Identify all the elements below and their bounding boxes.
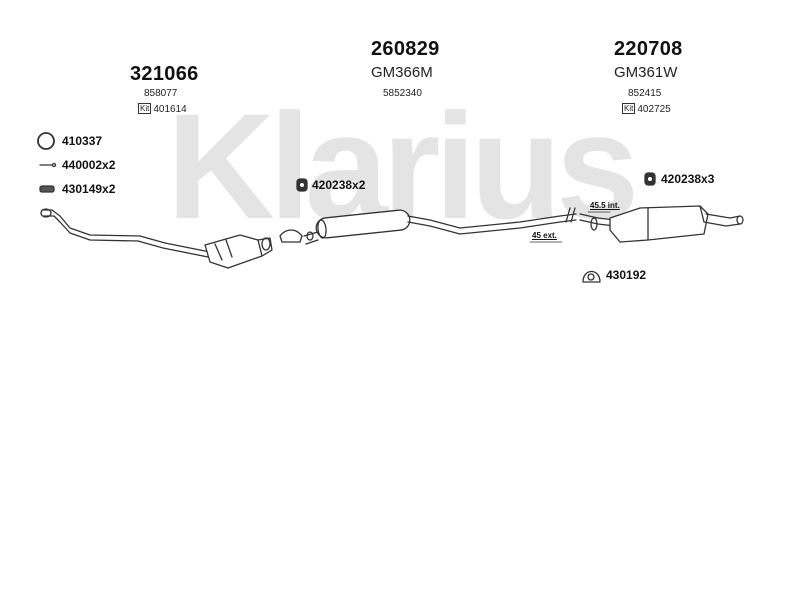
- part-mount-rear: 420238x3: [661, 172, 715, 186]
- group-2-small: 5852340: [383, 88, 422, 99]
- group-3-number: 220708: [614, 38, 683, 60]
- group-3-small: 852415: [628, 88, 662, 99]
- group-1-kit-code: 401614: [153, 104, 187, 115]
- part-ring: 410337: [62, 134, 103, 148]
- group-2-sub: GM366M: [371, 64, 433, 81]
- part-gasket: 430149x2: [62, 182, 116, 196]
- dimension-external: 45 ext.: [532, 231, 557, 240]
- gasket-icon: [39, 185, 55, 193]
- front-pipe: [40, 208, 273, 269]
- rubber-icon: [582, 270, 601, 283]
- part-mount-front: 420238x2: [312, 178, 366, 192]
- part-bolt: 440002x2: [62, 158, 116, 172]
- middle-silencer: [279, 209, 577, 245]
- kit-icon: Kit: [138, 103, 152, 114]
- dimension-internal: 45.5 int.: [590, 201, 620, 210]
- group-1-sub: 858077: [144, 88, 178, 99]
- part-rubber: 430192: [606, 268, 647, 282]
- bolt-icon: [39, 162, 57, 168]
- mount-icon-rear: [644, 172, 656, 186]
- ring-icon: [37, 132, 55, 150]
- group-3-sub: GM361W: [614, 64, 678, 81]
- group-2-number: 260829: [371, 38, 440, 60]
- kit-icon: Kit: [622, 103, 636, 114]
- group-1-number: 321066: [130, 63, 199, 85]
- group-3-kit-code: 402725: [637, 104, 671, 115]
- rear-silencer: [579, 205, 744, 243]
- mount-icon-front: [296, 178, 308, 192]
